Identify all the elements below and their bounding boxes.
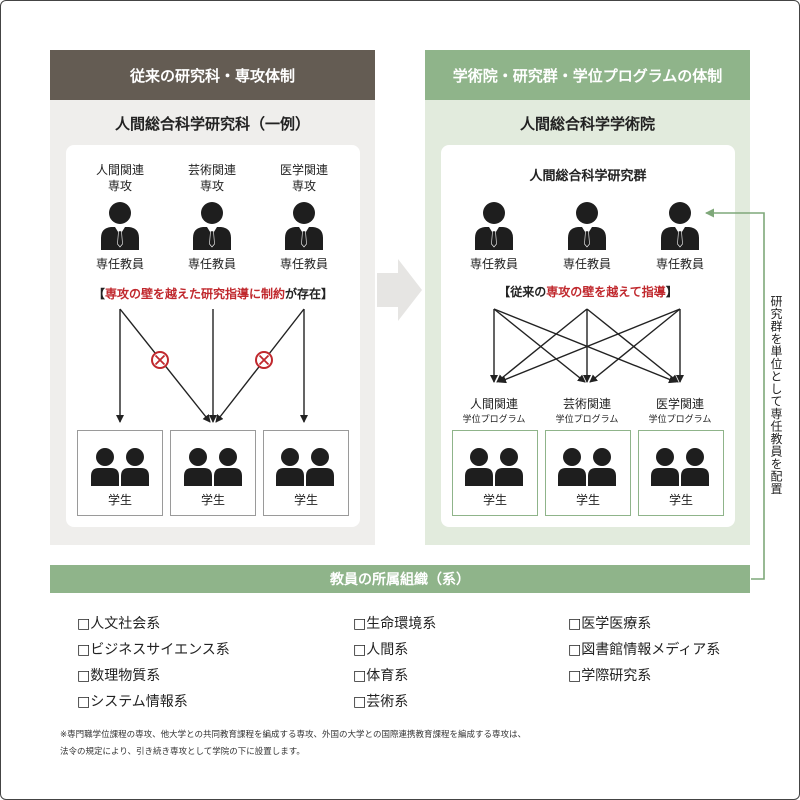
arrow-faculty2-to-prog1 xyxy=(496,308,588,383)
guidance-prefix: 【従来の xyxy=(498,285,547,299)
student-label: 学生 xyxy=(482,493,507,507)
left-title: 人間総合科学研究科（一例） xyxy=(114,115,310,133)
right-title: 人間総合科学学術院 xyxy=(519,115,655,133)
right-header: 学術院・研究群・学位プログラムの体制 xyxy=(425,50,750,100)
left-header: 従来の研究科・専攻体制 xyxy=(50,50,375,100)
major-label-line1: 医学関連 xyxy=(279,163,328,177)
guidance-highlight: 専攻の壁を越えて指導 xyxy=(546,285,666,299)
faculty-category: □システム情報系 xyxy=(77,694,188,710)
faculty-label: 専任教員 xyxy=(95,257,144,271)
footnote-line1: ※専門職学位課程の専攻、他大学との共同教育課程を編成する専攻、外国の大学との国際… xyxy=(60,730,526,740)
right-subtitle: 人間総合科学研究群 xyxy=(529,169,647,184)
faculty-category: □生命環境系 xyxy=(353,616,437,632)
program-label-arts: 芸術関連 学位プログラム xyxy=(542,396,632,425)
person-suit-icon xyxy=(475,202,513,250)
student-label: 学生 xyxy=(575,493,600,507)
major-label-arts: 芸術関連 専攻 xyxy=(172,162,252,194)
person-suit-icon xyxy=(661,202,699,250)
person-suit-icon xyxy=(568,202,606,250)
student-label: 学生 xyxy=(293,493,318,507)
student-pair-icon xyxy=(651,448,709,486)
faculty-org-header-text: 教員の所属組織（系） xyxy=(330,572,470,588)
faculty-category: □人文社会系 xyxy=(77,616,161,632)
side-note: 研究群を単位として専任教員を配置 xyxy=(768,295,784,525)
faculty-label: 専任教員 xyxy=(187,257,236,271)
faculty-label: 専任教員 xyxy=(562,257,611,271)
faculty-category: □数理物質系 xyxy=(77,668,161,684)
constraint-bracket-close: が存在】 xyxy=(285,287,334,301)
constraint-highlight: 専攻の壁を越えた研究指導に制約 xyxy=(104,287,285,301)
program-label-medicine: 医学関連 学位プログラム xyxy=(635,396,725,425)
prohibited-icon xyxy=(151,351,169,369)
arrow-faculty1-to-prog2 xyxy=(493,308,586,383)
student-pair-icon xyxy=(465,448,523,486)
right-header-text: 学術院・研究群・学位プログラムの体制 xyxy=(452,66,723,85)
program-label-line2: 学位プログラム xyxy=(462,415,526,425)
faculty-category: □芸術系 xyxy=(353,694,409,710)
arrow-faculty3-to-prog1 xyxy=(498,308,681,384)
faculty-category: □学際研究系 xyxy=(568,668,652,684)
major-label-line2: 専攻 xyxy=(291,179,316,193)
program-label-line1: 芸術関連 xyxy=(562,397,611,411)
transition-arrow-shape xyxy=(377,259,422,321)
program-label-line1: 人間関連 xyxy=(469,397,518,411)
student-label: 学生 xyxy=(107,493,132,507)
footnote: ※専門職学位課程の専攻、他大学との共同教育課程を編成する専攻、外国の大学との国際… xyxy=(60,727,780,761)
student-pair-icon xyxy=(558,448,616,486)
arrow-faculty1-to-prog3 xyxy=(493,308,677,384)
arrow-faculty2-to-prog3 xyxy=(586,308,679,383)
faculty-category: □人間系 xyxy=(353,642,409,658)
constraint-bracket-open: 【 xyxy=(92,287,105,301)
student-pair-icon xyxy=(184,448,242,486)
major-label-line1: 人間関連 xyxy=(95,163,144,177)
major-label-line2: 専攻 xyxy=(107,179,132,193)
prohibited-icon xyxy=(255,351,273,369)
faculty-category: □ビジネスサイエンス系 xyxy=(77,642,230,658)
feedback-arrow-path xyxy=(705,208,765,580)
student-box-humanities: 学生 xyxy=(77,430,163,516)
person-suit-icon xyxy=(101,202,139,250)
student-label: 学生 xyxy=(200,493,225,507)
program-label-line2: 学位プログラム xyxy=(648,415,712,425)
left-header-text: 従来の研究科・専攻体制 xyxy=(129,66,295,85)
program-label-humanities: 人間関連 学位プログラム xyxy=(449,396,539,425)
arrow-faculty3-to-prog2 xyxy=(589,308,681,383)
person-suit-icon xyxy=(193,202,231,250)
major-label-humanities: 人間関連 専攻 xyxy=(80,162,160,194)
program-label-line2: 学位プログラム xyxy=(555,415,619,425)
faculty-org-header: 教員の所属組織（系） xyxy=(50,565,750,593)
student-pair-icon xyxy=(91,448,149,486)
program-label-line1: 医学関連 xyxy=(655,397,704,411)
student-box-arts: 学生 xyxy=(170,430,256,516)
left-constraint-text: 【専攻の壁を越えた研究指導に制約が存在】 xyxy=(66,285,360,302)
student-label: 学生 xyxy=(668,493,693,507)
footnote-line2: 法令の規定により、引き続き専攻として学院の下に設置します。 xyxy=(60,747,305,757)
student-pair-icon xyxy=(276,448,334,486)
faculty-category: □体育系 xyxy=(353,668,409,684)
faculty-category: □図書館情報メディア系 xyxy=(568,642,721,658)
faculty-label: 専任教員 xyxy=(655,257,704,271)
major-label-line2: 専攻 xyxy=(199,179,224,193)
faculty-label: 専任教員 xyxy=(469,257,518,271)
faculty-label: 専任教員 xyxy=(279,257,328,271)
guidance-suffix: 】 xyxy=(665,285,678,299)
person-suit-icon xyxy=(285,202,323,250)
major-label-line1: 芸術関連 xyxy=(187,163,236,177)
right-guidance-text: 【従来の専攻の壁を越えて指導】 xyxy=(441,283,735,300)
student-box-program-medicine: 学生 xyxy=(638,430,724,516)
major-label-medicine: 医学関連 専攻 xyxy=(264,162,344,194)
faculty-category: □医学医療系 xyxy=(568,616,652,632)
